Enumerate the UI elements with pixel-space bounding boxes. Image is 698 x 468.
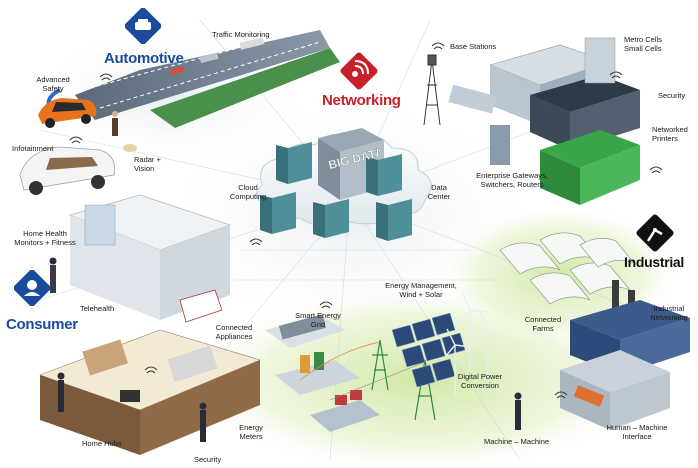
people-silhouettes xyxy=(49,257,522,442)
label-base-stations: Base Stations xyxy=(450,42,497,51)
section-title-industrial: Industrial xyxy=(624,254,685,270)
label-cloud-computing: Cloud Computing xyxy=(226,183,270,201)
label-infotainment: Infotainment xyxy=(12,144,54,153)
enterprise-buildings xyxy=(448,37,640,205)
label-smart-energy-grid-line2: Grid xyxy=(310,319,326,329)
big-data-label-art: BIG DATA xyxy=(327,145,380,173)
smart-energy-grid xyxy=(265,314,380,432)
big-data-text: BIG DATA xyxy=(327,145,380,172)
label-cloud-computing-line2: Computing xyxy=(229,191,267,201)
label-smart-energy-grid-line1: Smart Energy xyxy=(295,311,341,320)
label-metro-cells-line1: Metro Cells xyxy=(624,35,662,44)
label-connected-farms: Connected Farms xyxy=(520,315,566,333)
solar-panels xyxy=(391,312,466,388)
label-human-machine-line1: Human – Machine xyxy=(606,423,668,432)
server-racks xyxy=(260,142,412,241)
label-radar-vision-line1: Radar + xyxy=(134,155,161,164)
label-digital-power-line2: Conversion xyxy=(461,380,499,390)
label-smart-energy-grid: Smart Energy Grid xyxy=(290,311,346,329)
label-metro-cells: Metro Cells Small Cells xyxy=(624,35,662,53)
label-telehealth: Telehealth xyxy=(80,304,115,313)
label-home-health: Home Health Monitors + Fitness xyxy=(4,229,86,247)
label-connected-farms-line1: Connected xyxy=(524,315,562,324)
industrial-factory xyxy=(560,280,690,430)
robot-arm-badge-icon xyxy=(636,214,674,252)
label-digital-power: Digital Power Conversion xyxy=(448,372,512,390)
label-human-machine: Human – Machine Interface xyxy=(600,423,674,441)
label-human-machine-line2: Interface xyxy=(622,431,652,441)
label-metro-cells-line2: Small Cells xyxy=(624,43,662,53)
power-pylons xyxy=(299,339,436,421)
white-car-illustration xyxy=(19,146,116,195)
label-home-health-line1: Home Health xyxy=(23,229,67,238)
pedestrian-illustration xyxy=(112,111,137,152)
label-cloud-computing-line1: Cloud xyxy=(238,183,258,192)
orange-car-illustration xyxy=(38,98,97,128)
label-security-top: Security xyxy=(658,91,686,100)
label-enterprise-gateways: Enterprise Gateways, Switchers, Routers xyxy=(462,171,562,189)
section-title-automotive: Automotive xyxy=(104,50,184,67)
label-advanced-safety-line2: Safety xyxy=(42,83,64,93)
label-energy-management-line2: Wind + Solar xyxy=(399,289,443,299)
label-networked-printers-line1: Networked xyxy=(652,125,688,134)
label-networked-printers-line2: Printers xyxy=(652,133,678,143)
label-connected-appliances: Connected Appliances xyxy=(208,323,260,341)
head-figure-badge-icon xyxy=(14,270,50,306)
wifi-signal-icons xyxy=(69,42,663,399)
label-advanced-safety: Advanced Safety xyxy=(28,75,78,93)
label-home-hubs: Home Hubs xyxy=(82,439,122,448)
label-digital-power-line1: Digital Power xyxy=(457,372,503,381)
label-industrial-networking: Industrial Networking xyxy=(644,304,694,322)
label-data-center: Data Center xyxy=(424,183,454,201)
label-security-bottom: Security xyxy=(194,455,222,464)
label-energy-management-line1: Energy Management, xyxy=(385,281,457,290)
section-title-networking: Networking xyxy=(322,92,401,109)
label-advanced-safety-line1: Advanced xyxy=(36,75,70,84)
label-traffic-monitoring: Traffic Monitoring xyxy=(212,30,270,39)
label-energy-management: Energy Management, Wind + Solar xyxy=(378,281,464,299)
section-title-consumer: Consumer xyxy=(6,316,78,333)
label-connected-appliances-line2: Appliances xyxy=(215,331,253,341)
label-networked-printers: Networked Printers xyxy=(652,125,688,143)
label-radar-vision-line2: Vision xyxy=(134,163,155,173)
label-energy-meters-line2: Meters xyxy=(239,431,263,441)
label-data-center-line2: Center xyxy=(427,191,451,201)
label-enterprise-gateways-line2: Switchers, Routers xyxy=(480,179,544,189)
label-home-health-line2: Monitors + Fitness xyxy=(14,237,76,247)
label-radar-vision: Radar + Vision xyxy=(134,155,161,173)
home-health-building xyxy=(69,194,231,323)
wifi-antenna-badge-icon xyxy=(340,52,378,90)
car-badge-icon xyxy=(125,8,161,44)
automotive-highway xyxy=(46,29,340,128)
label-energy-meters: Energy Meters xyxy=(234,423,268,441)
label-industrial-networking-line1: Industrial xyxy=(653,304,685,313)
label-energy-meters-line1: Energy xyxy=(239,423,263,432)
label-data-center-line1: Data xyxy=(431,183,447,192)
wind-turbines xyxy=(445,291,507,395)
label-enterprise-gateways-line1: Enterprise Gateways, xyxy=(476,171,548,180)
label-connected-appliances-line1: Connected xyxy=(215,323,253,332)
label-industrial-networking-line2: Networking xyxy=(650,312,688,322)
label-connected-farms-line2: Farms xyxy=(532,323,554,333)
label-machine-machine: Machine – Machine xyxy=(484,437,550,446)
connected-farms xyxy=(499,232,635,305)
base-station-tower xyxy=(423,54,441,126)
